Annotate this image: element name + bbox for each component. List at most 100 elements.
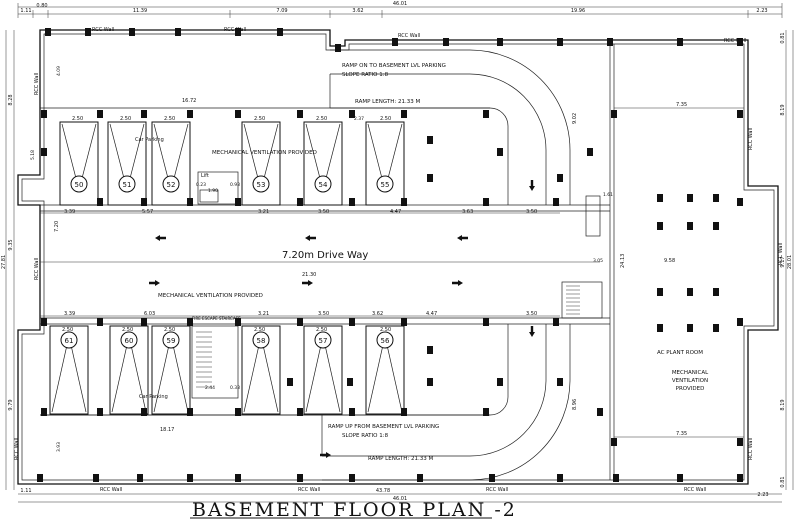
column	[497, 148, 503, 156]
column	[401, 198, 407, 206]
column	[235, 474, 241, 482]
column	[557, 38, 563, 46]
misc-dims: 0.23 0.93 1.90 2.44 3.05 1.61 5.18 2.37 …	[30, 66, 613, 452]
bay-width: 2.50	[316, 116, 327, 122]
column	[557, 474, 563, 482]
column	[287, 378, 293, 386]
dim-row-bottom: 4.47	[426, 311, 437, 317]
ramp-on-length: RAMP LENGTH: 21.33 M	[355, 99, 420, 105]
column	[235, 198, 241, 206]
column	[297, 198, 303, 206]
bay-width: 2.50	[254, 116, 265, 122]
arrow-icon	[529, 326, 535, 337]
column	[401, 110, 407, 118]
column	[483, 408, 489, 416]
arrow-icon	[320, 452, 331, 458]
column	[93, 474, 99, 482]
lift-block: Lift	[197, 171, 239, 205]
column	[687, 222, 693, 230]
column	[489, 474, 495, 482]
column	[737, 438, 743, 446]
traffic-arrows	[149, 180, 535, 458]
dim-mid-height: 7.20	[54, 221, 60, 232]
bay-width: 2.50	[164, 116, 175, 122]
column	[85, 28, 91, 36]
rcc-wall-label: RCC Wall	[748, 128, 754, 150]
ac-plant-room-label: AC PLANT ROOM	[657, 350, 703, 356]
column	[687, 324, 693, 332]
dim-misc: 0.23	[196, 182, 206, 188]
column	[137, 474, 143, 482]
bay-number: 61	[65, 337, 74, 345]
column	[611, 110, 617, 118]
column	[297, 318, 303, 326]
dim-misc: 4.09	[56, 66, 62, 76]
dim-misc: 0.93	[230, 182, 240, 188]
rcc-wall-label: RCC Wall	[14, 438, 20, 460]
central-stair-core	[561, 195, 603, 319]
dim-misc: 2.37	[354, 116, 364, 122]
dim-misc: 1.90	[208, 188, 218, 194]
interior-lines	[40, 44, 615, 480]
dim-top-long: 16.72	[182, 98, 196, 104]
column	[235, 28, 241, 36]
column	[483, 318, 489, 326]
column	[235, 318, 241, 326]
rcc-wall-label: RCC Wall	[486, 487, 508, 493]
column	[713, 324, 719, 332]
dim-left-seg: 8.28	[8, 94, 14, 105]
column	[557, 174, 563, 182]
dim-bottom-inner: 43.78	[376, 488, 390, 494]
column	[187, 110, 193, 118]
column	[401, 408, 407, 416]
dim-bottom-total: 46.01	[393, 496, 407, 502]
rcc-wall-label: RCC Wall	[34, 73, 40, 95]
column	[41, 148, 47, 156]
parking-bay: 60 2.50	[109, 325, 149, 415]
column	[657, 288, 663, 296]
column	[297, 474, 303, 482]
dim-left-total: 27.81	[1, 255, 7, 269]
column	[235, 110, 241, 118]
dim-ac-height: 24.13	[620, 254, 626, 268]
bay-width: 2.50	[62, 327, 73, 333]
dim-top-seg: 2.23	[756, 8, 767, 14]
parking-bay: 61 2.50	[49, 325, 89, 415]
dim-misc: 5.18	[30, 150, 36, 160]
rcc-wall-label: RCC Wall	[398, 33, 420, 39]
arrow-icon	[457, 235, 468, 241]
ramp-up-slope: SLOPE RATIO 1:8	[342, 433, 389, 439]
column	[597, 408, 603, 416]
parking-bay: 53 2.50	[241, 116, 281, 206]
column	[613, 474, 619, 482]
column	[587, 148, 593, 156]
column	[41, 408, 47, 416]
column	[687, 194, 693, 202]
ramp-top	[330, 49, 571, 205]
column	[97, 198, 103, 206]
dim-right-seg: 0.81	[780, 32, 786, 43]
fire-escape-label: FIRE ESCAPE STAIRCASE	[192, 316, 241, 321]
parking-bay: 51 2.50	[107, 116, 147, 206]
column	[557, 378, 563, 386]
parking-bay: 58 2.50	[241, 325, 281, 415]
dim-bottom-right: 2.23	[757, 492, 768, 498]
column	[607, 38, 613, 46]
bay-width: 2.50	[120, 116, 131, 122]
column	[235, 408, 241, 416]
bay-width: 2.50	[254, 327, 265, 333]
dim-right-seg: 8.19	[780, 104, 786, 115]
column	[277, 28, 283, 36]
parking-bay: 52 2.50	[151, 116, 191, 206]
column	[349, 408, 355, 416]
mech-vent-mid-label: MECHANICAL VENTILATION PROVIDED	[158, 293, 263, 299]
dim-right-seg: 9.17	[780, 256, 786, 267]
lift-label: Lift	[201, 173, 209, 179]
ramp-on-label: RAMP ON TO BASEMENT LVL PARKING	[342, 63, 446, 69]
dim-left-seg: 9.35	[8, 239, 14, 250]
column	[427, 174, 433, 182]
dim-top-seg: 0.80	[36, 3, 47, 9]
dim-ramp-v-bottom: 8.96	[572, 399, 578, 410]
column	[737, 38, 743, 46]
